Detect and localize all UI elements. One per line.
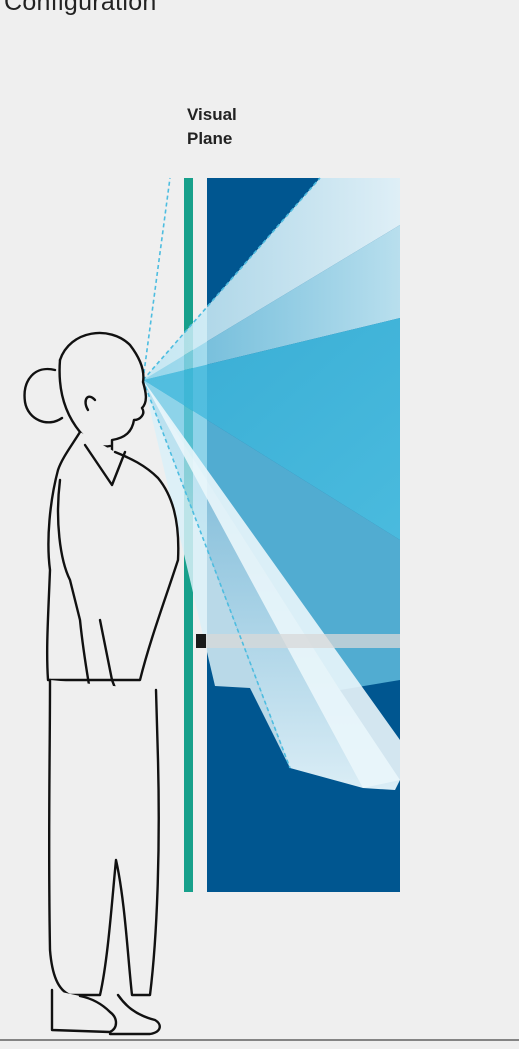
reference-marker — [196, 634, 206, 648]
person-legs — [49, 680, 159, 995]
reference-band — [196, 634, 400, 648]
viewing-cones — [143, 178, 400, 790]
standing-person-illustration — [25, 333, 179, 1034]
sight-line-vertical — [143, 178, 170, 380]
person-head — [60, 333, 146, 452]
person-hair-bun — [25, 369, 62, 422]
person-neck-and-torso — [47, 432, 178, 680]
person-shoes — [52, 990, 160, 1034]
